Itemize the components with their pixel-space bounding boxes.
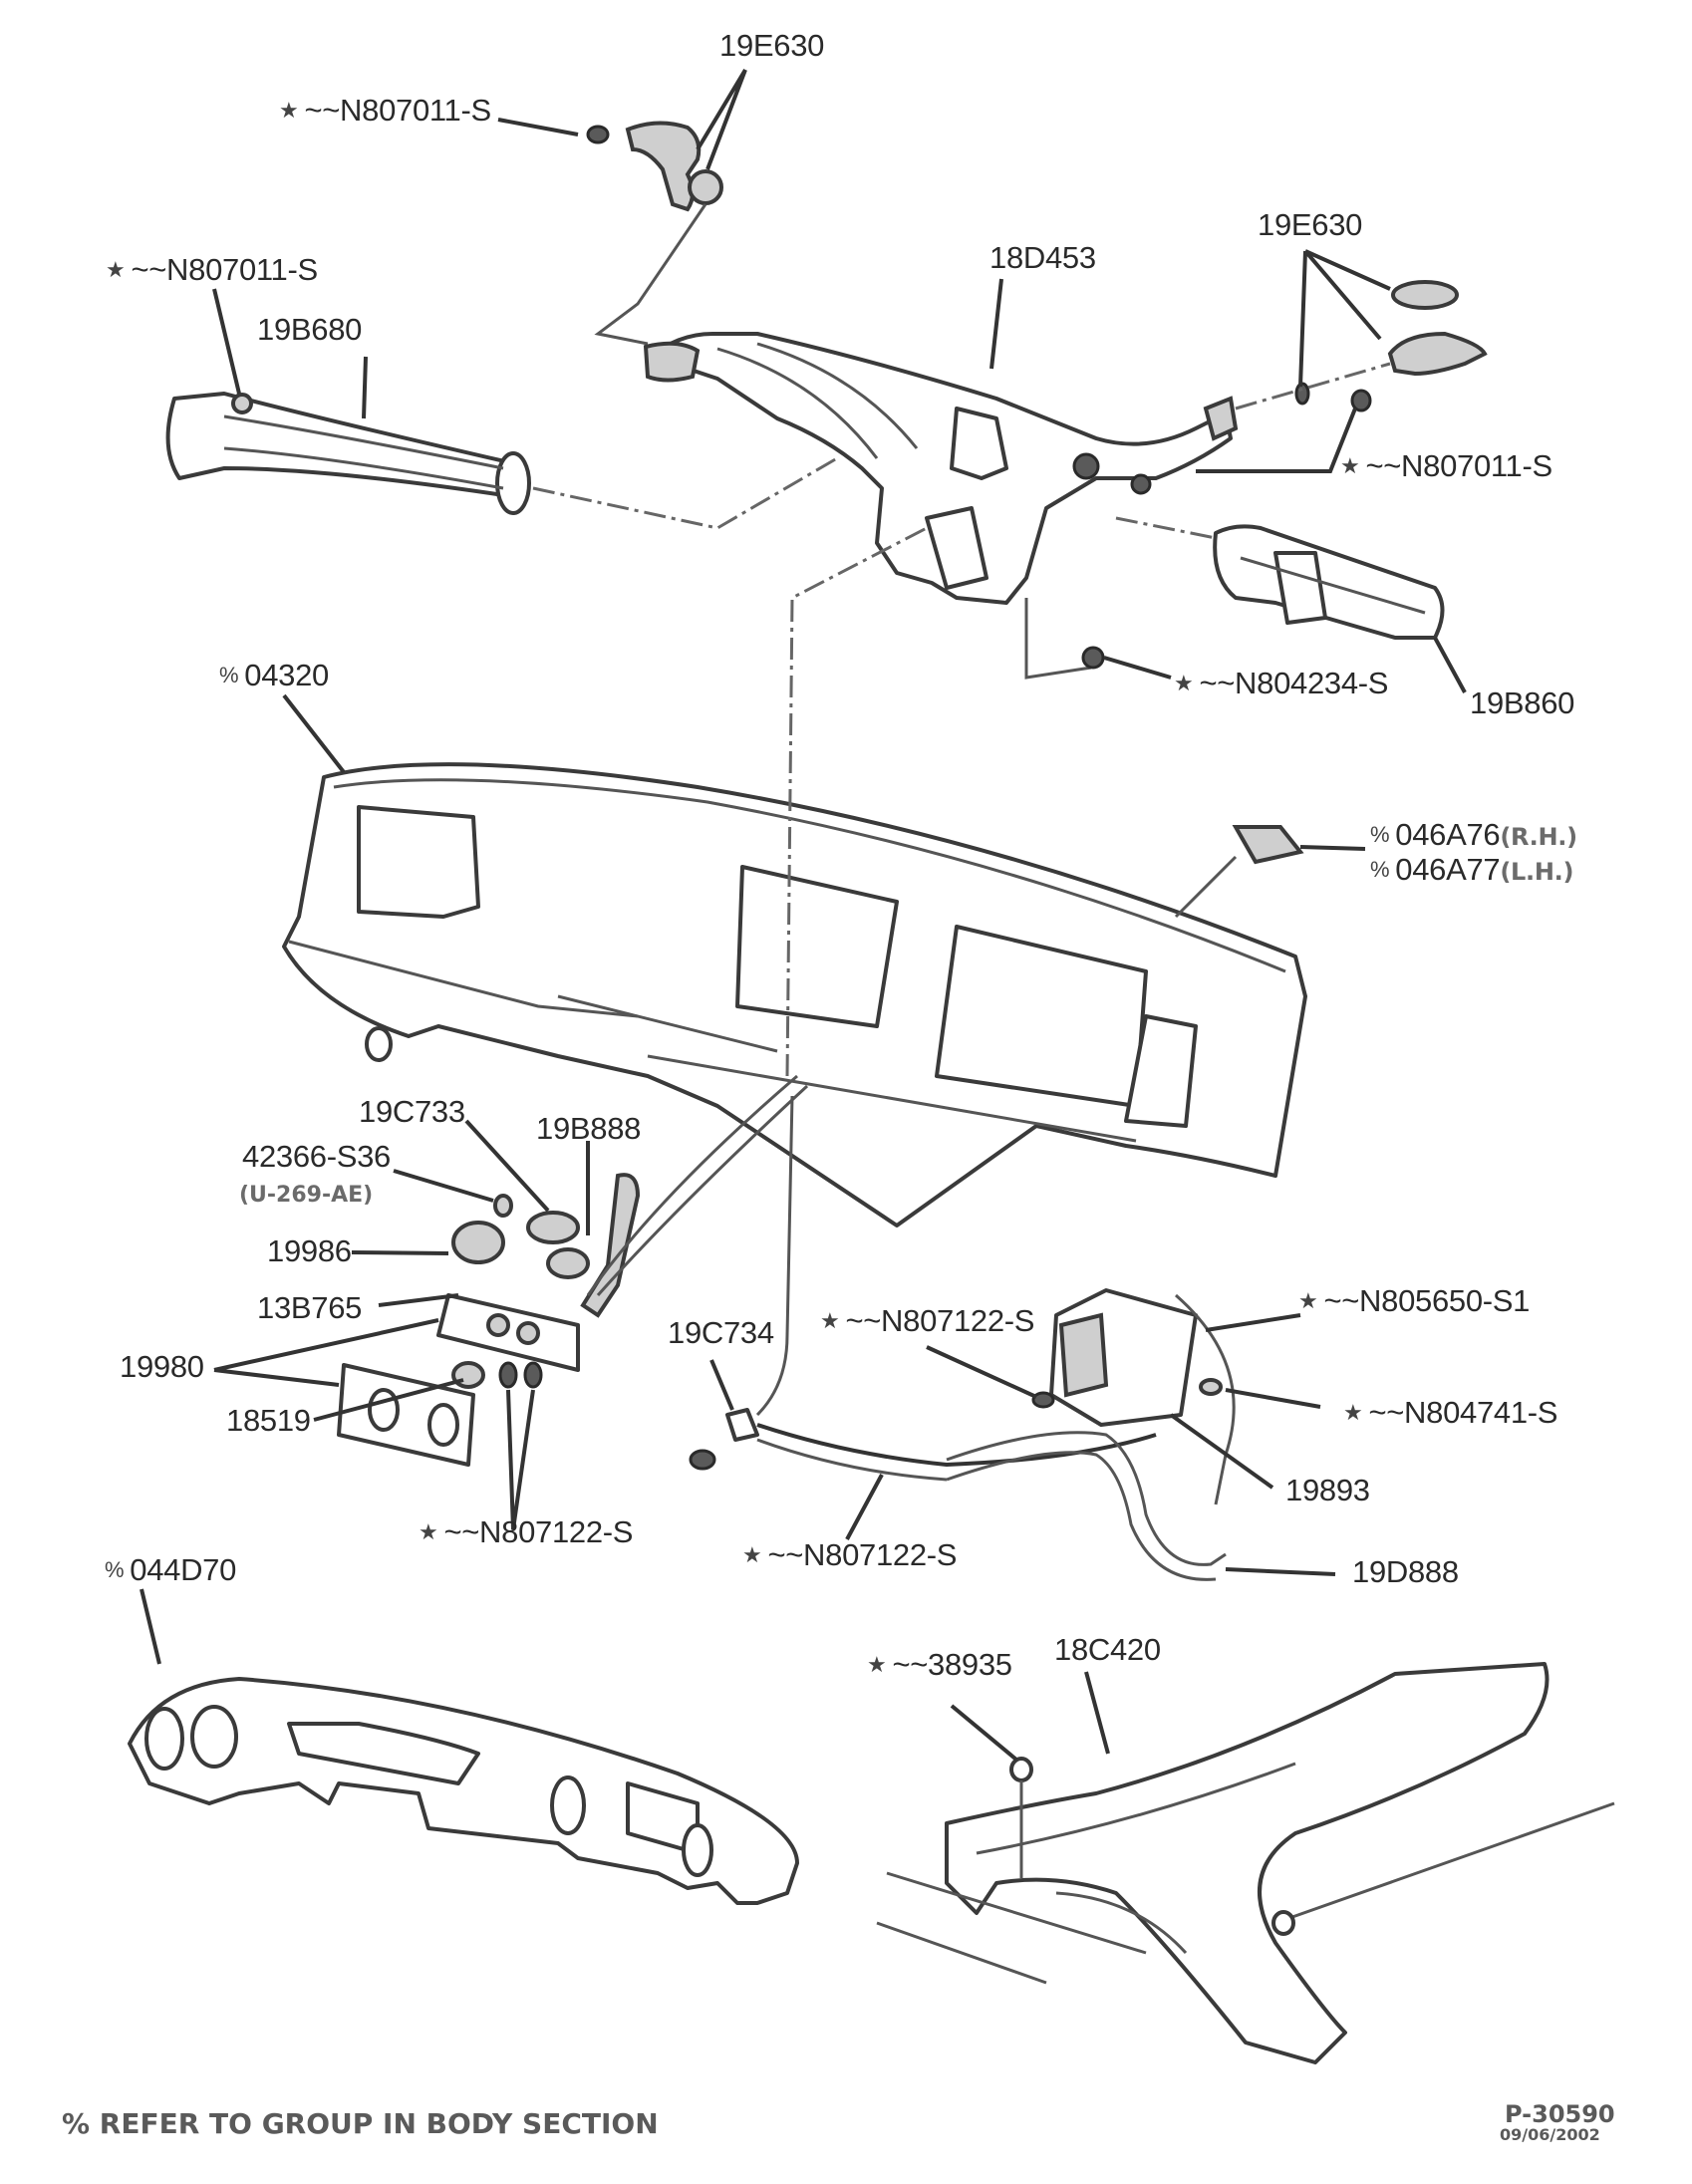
label-42366-s36: 42366-S36 (242, 1139, 391, 1174)
label-19980: 19980 (120, 1349, 204, 1384)
part-number: ~~N804234-S (1199, 666, 1389, 700)
dash-panel-duct (785, 526, 928, 1077)
cable-19c734-up (755, 1095, 794, 1417)
leader-lines (140, 68, 1467, 1762)
star-icon: ★ (279, 98, 299, 123)
label-u-269-ae: (U-269-AE) (239, 1183, 374, 1208)
part-number: ~~N807011-S (304, 93, 491, 128)
star-icon: ★ (1174, 671, 1194, 695)
label-38935: ★~~38935 (867, 1649, 1012, 1680)
label-19b680: 19B680 (257, 312, 363, 347)
star-icon: ★ (867, 1652, 887, 1677)
part-number: ~~N807122-S (845, 1303, 1035, 1338)
star-icon: ★ (106, 257, 126, 282)
star-icon: ★ (1343, 1400, 1363, 1425)
cable-top (594, 203, 707, 346)
label-046a76: %046A76(R.H.) (1370, 819, 1577, 850)
part-number: ~~N807011-S (1365, 448, 1552, 483)
side-qualifier: (R.H.) (1500, 823, 1577, 851)
side-qualifier: (L.H.) (1500, 858, 1574, 886)
label-19d888: 19D888 (1352, 1554, 1459, 1589)
percent-icon: % (219, 663, 239, 687)
link-n804234 (1024, 598, 1092, 680)
label-19e630-right: 19E630 (1258, 207, 1363, 242)
part-number: ~~N807122-S (443, 1514, 634, 1549)
part-number: 046A77 (1395, 852, 1501, 887)
label-046a77: %046A77(L.H.) (1370, 854, 1573, 885)
star-icon: ★ (1340, 453, 1360, 478)
label-19e630-top: 19E630 (719, 28, 825, 63)
label-13b765: 13B765 (257, 1290, 363, 1325)
label-n804741-s: ★~~N804741-S (1343, 1397, 1557, 1428)
nut-n804234 (1081, 646, 1105, 670)
footnote: % REFER TO GROUP IN BODY SECTION (62, 2107, 659, 2140)
figure-date: 09/06/2002 (1500, 2125, 1600, 2144)
star-icon: ★ (820, 1308, 840, 1333)
duct-19b680 (165, 392, 531, 515)
percent-icon: % (1370, 822, 1390, 847)
dash-19b860 (1115, 516, 1217, 540)
label-18c420: 18C420 (1054, 1632, 1161, 1667)
vent-046a76 (1232, 825, 1304, 865)
duct-18d453 (643, 332, 1239, 605)
label-n807122-s-bottom: ★~~N807122-S (742, 1539, 957, 1570)
dash-19b680 (532, 456, 838, 530)
clip-19e630-right (1294, 280, 1488, 412)
percent-icon: % (105, 1557, 125, 1582)
clip-19e630-top (586, 121, 723, 212)
part-number: ~~N807011-S (131, 252, 318, 287)
part-number: ~~N807122-S (767, 1537, 958, 1572)
cable-19c734 (689, 1408, 1157, 1482)
label-n805650-s1: ★~~N805650-S1 (1298, 1285, 1530, 1316)
label-n807011-s-top: ★~~N807011-S (279, 95, 491, 126)
label-19b888: 19B888 (536, 1111, 642, 1146)
star-icon: ★ (1298, 1288, 1318, 1313)
star-icon: ★ (742, 1542, 762, 1567)
part-number: 04320 (244, 658, 329, 692)
label-n807122-s-left: ★~~N807122-S (419, 1516, 633, 1547)
label-19893: 19893 (1285, 1473, 1370, 1507)
link-vent (1174, 855, 1238, 919)
bezel-044d70 (128, 1677, 799, 1905)
label-19c733: 19C733 (359, 1094, 465, 1129)
figure-id: P-30590 (1505, 2100, 1615, 2128)
part-number: ~~N804741-S (1368, 1395, 1558, 1430)
actuator-19893 (1031, 1288, 1236, 1505)
label-044d70: %044D70 (105, 1554, 236, 1585)
label-04320: %04320 (219, 660, 329, 690)
star-icon: ★ (419, 1519, 438, 1544)
label-n804234-s: ★~~N804234-S (1174, 668, 1388, 698)
dash-right-clips (1235, 362, 1391, 410)
duct-19b860 (1213, 524, 1445, 640)
cable-control-2 (596, 1084, 809, 1296)
label-19c734: 19C734 (668, 1315, 774, 1350)
control-head-cluster (337, 1173, 641, 1467)
duct-18c420 (876, 1662, 1615, 2064)
label-19b860: 19B860 (1470, 685, 1575, 720)
part-number: ~~38935 (892, 1647, 1012, 1682)
part-number: 044D70 (130, 1552, 237, 1587)
part-number: 046A76 (1395, 817, 1501, 852)
label-18519: 18519 (226, 1403, 311, 1438)
label-n807011-s-right: ★~~N807011-S (1340, 450, 1552, 481)
panel-04320 (282, 762, 1307, 1228)
leader-n807011-right (1196, 408, 1357, 473)
cable-control (586, 1074, 798, 1296)
hose-19d888 (946, 1431, 1227, 1581)
label-19986: 19986 (267, 1233, 352, 1268)
label-18d453: 18D453 (989, 240, 1096, 275)
percent-icon: % (1370, 857, 1390, 882)
label-n807011-s-left: ★~~N807011-S (106, 254, 318, 285)
label-n807122-s-center: ★~~N807122-S (820, 1305, 1034, 1336)
part-number: ~~N805650-S1 (1323, 1283, 1531, 1318)
